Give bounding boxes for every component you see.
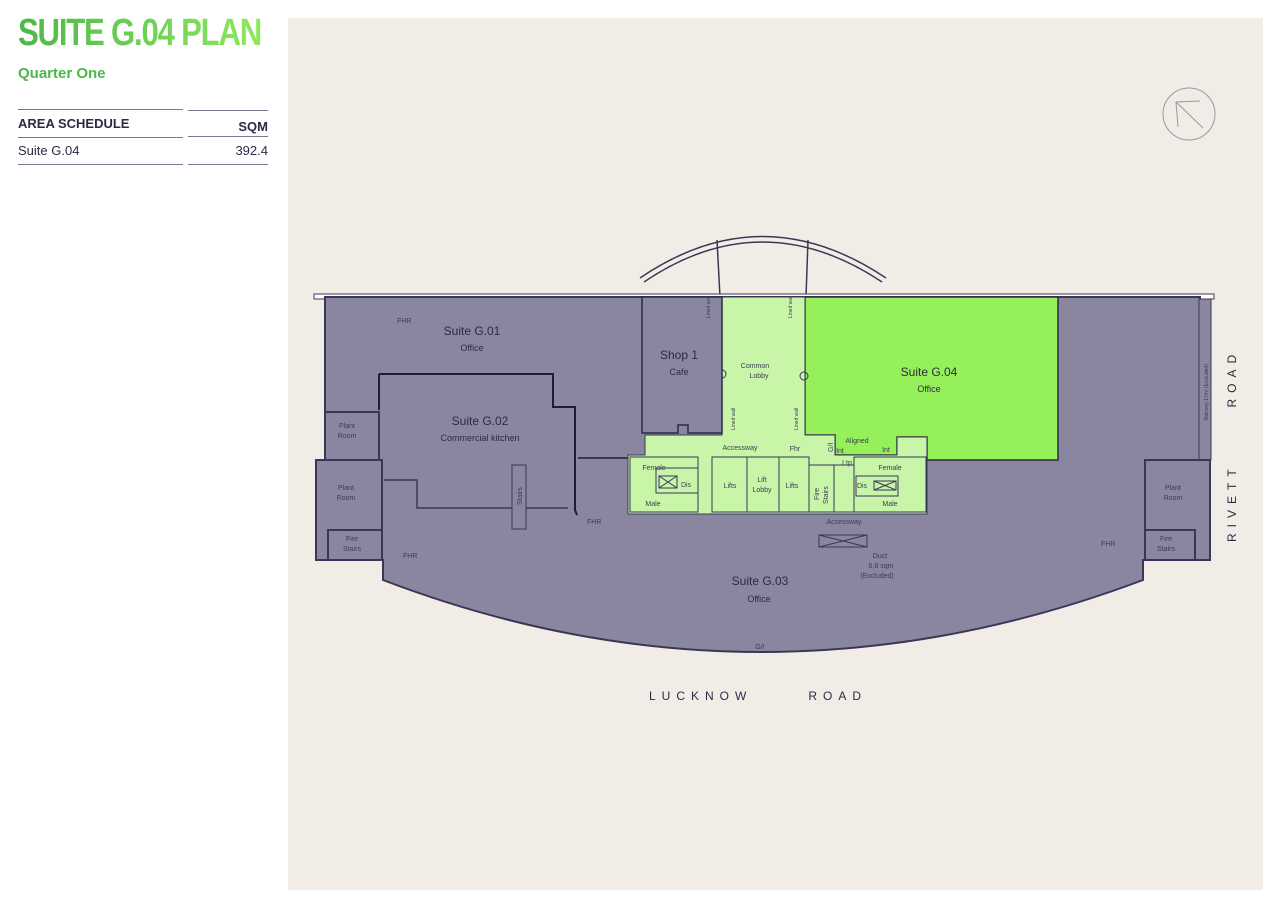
suite-g02-outline[interactable] <box>379 373 578 516</box>
suite-g02-name: Suite G.02 <box>452 414 509 428</box>
fhr-label: FHR <box>403 553 417 560</box>
plant-room-label: Room <box>1164 495 1183 502</box>
lined-wall-label: Lined wall <box>794 408 800 430</box>
page-subtitle: Quarter One <box>18 65 106 82</box>
area-sqm: 392.4 <box>188 137 268 165</box>
area-schedule-header: AREA SCHEDULE SQM <box>18 109 268 138</box>
fire-stairs-label: Stairs <box>1157 546 1175 553</box>
fire-stairs-label: Fire <box>814 488 821 500</box>
aligned-label: Aligned <box>845 438 868 445</box>
suite-g03-use: Office <box>747 594 770 604</box>
shop1-area[interactable] <box>641 296 723 434</box>
male-wc-label: Male <box>882 501 897 508</box>
area-name: Suite G.04 <box>18 137 183 165</box>
fire-stairs-label: Fire <box>346 536 358 543</box>
shop1-name: Shop 1 <box>660 348 698 362</box>
lined-wall-label: Lined wall <box>706 296 712 318</box>
int-label: Int <box>882 447 890 454</box>
female-wc-label: Female <box>642 465 665 472</box>
lined-wall-label: Lined wall <box>731 408 737 430</box>
north-arrow-icon <box>1162 87 1216 141</box>
plant-room-label: Room <box>338 433 357 440</box>
page-title: SUITE G.04 PLAN <box>18 12 262 54</box>
gi-label: G/I <box>828 443 835 452</box>
lined-wall-label: Lined wall <box>788 296 794 318</box>
common-lobby-area <box>627 296 928 515</box>
balcony-label: Balcony 17m² (Excluded) <box>1204 364 1210 420</box>
duct-label: Duct <box>873 553 887 560</box>
sqm-column-header: SQM <box>188 110 268 137</box>
lifts-label: Lifts <box>786 483 799 490</box>
duct-icon <box>818 534 868 548</box>
lift-lobby-label: Lobby <box>752 487 772 494</box>
lift-lobby-label: Lift <box>757 477 766 484</box>
plant-room-label: Plant <box>1165 485 1181 492</box>
fhr-label: Fhr <box>790 446 801 453</box>
gi-label: G/I <box>755 644 764 651</box>
entry-canopy <box>639 235 887 298</box>
fire-stairs-label: Stairs <box>343 546 361 553</box>
fire-stairs-label: Fire <box>1160 536 1172 543</box>
duct-area-label: 6.8 sqm <box>869 563 894 570</box>
suite-g01-name: Suite G.01 <box>444 324 501 338</box>
area-column-header: AREA SCHEDULE <box>18 109 183 138</box>
fhr-label: FHR <box>1101 541 1115 548</box>
fire-stairs-label: Stairs <box>823 486 830 504</box>
int-label: Int <box>836 448 844 455</box>
plant-room-label: Plant <box>339 423 355 430</box>
road-name-east: RIVETT ROAD <box>1225 349 1239 542</box>
suite-g03-name: Suite G.03 <box>732 574 789 588</box>
female-wc-label: Female <box>878 465 901 472</box>
accessway-label: Accessway <box>826 519 862 526</box>
plant-rooms <box>315 411 1211 561</box>
dis-wc-label: Dis <box>681 482 692 489</box>
ltp-label: Ltp <box>842 460 852 467</box>
common-lobby-label: Common <box>741 363 770 370</box>
dis-wc-label: Dis <box>857 483 868 490</box>
suite-g04-name: Suite G.04 <box>901 365 958 379</box>
fhr-label: FHR <box>587 519 601 526</box>
core-walls <box>629 369 927 513</box>
suite-g02-use: Commercial kitchen <box>440 433 519 443</box>
common-lobby-label: Lobby <box>749 373 769 380</box>
plant-room-label: Plant <box>338 485 354 492</box>
lifts-label: Lifts <box>724 483 737 490</box>
stairs-label: Stairs <box>517 487 524 505</box>
table-row: Suite G.04 392.4 <box>18 137 268 165</box>
suite-g04-use: Office <box>917 384 940 394</box>
shop1-use: Cafe <box>669 367 688 377</box>
stairs-g02 <box>511 464 527 530</box>
suite-g01-use: Office <box>460 343 483 353</box>
duct-excluded-label: (Excluded) <box>860 573 893 580</box>
plant-room-label: Room <box>337 495 356 502</box>
fhr-label: FHR <box>397 318 411 325</box>
male-wc-label: Male <box>645 501 660 508</box>
accessway-label: Accessway <box>722 445 758 452</box>
road-name-south: LUCKNOW ROAD <box>649 689 867 703</box>
area-schedule-table: AREA SCHEDULE SQM Suite G.04 392.4 <box>18 109 268 165</box>
